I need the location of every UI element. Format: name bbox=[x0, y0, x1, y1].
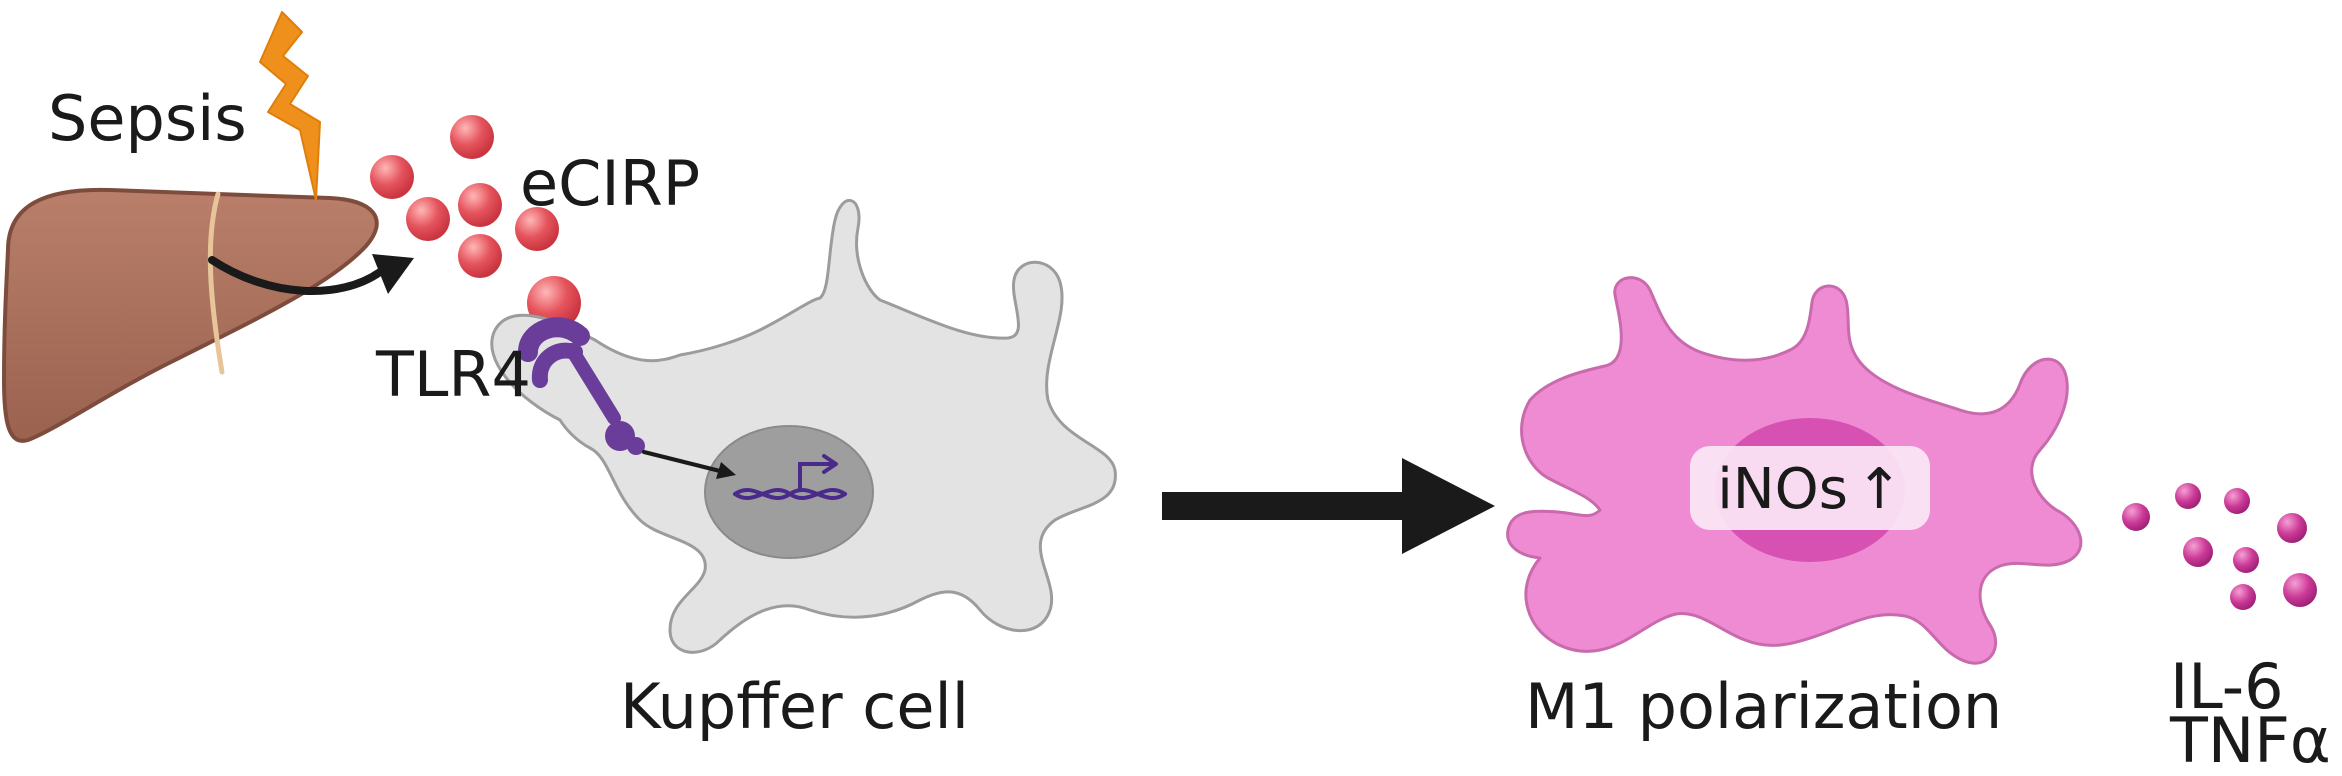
ecirp-particle bbox=[458, 183, 502, 227]
lightning-bolt-icon bbox=[259, 11, 321, 201]
m1-macrophage bbox=[1506, 276, 2083, 665]
cytokine-particle bbox=[2224, 488, 2250, 514]
tlr4-label: TLR4 bbox=[375, 338, 531, 411]
ecirp-particle bbox=[370, 155, 414, 199]
cytokine-particles bbox=[2122, 483, 2317, 610]
sepsis-label: Sepsis bbox=[48, 82, 247, 155]
up-arrow-icon: ↑ bbox=[1856, 457, 1903, 522]
cytokine-particle bbox=[2122, 503, 2150, 531]
liver-icon bbox=[2, 187, 379, 443]
cytokine-particle bbox=[2233, 547, 2259, 573]
ecirp-particle bbox=[450, 115, 494, 159]
inos-label: iNOs↑ bbox=[1717, 457, 1903, 522]
ecirp-particle bbox=[406, 197, 450, 241]
cytokine-particle bbox=[2230, 584, 2256, 610]
ecirp-particle bbox=[458, 234, 502, 278]
signaling-arrow bbox=[642, 450, 736, 479]
ecirp-particle bbox=[515, 207, 559, 251]
inos-badge bbox=[1690, 446, 1930, 530]
cytokine-particle bbox=[2175, 483, 2201, 509]
process-arrow bbox=[1162, 458, 1495, 554]
ecirp-label: eCIRP bbox=[520, 147, 700, 220]
cytokine-particle bbox=[2283, 573, 2317, 607]
dna-transcription-icon bbox=[733, 454, 847, 501]
il6-label: IL-6 bbox=[2170, 650, 2284, 723]
cytokine-particle bbox=[2277, 513, 2307, 543]
inos-marker: iNOs bbox=[1717, 457, 1848, 522]
tnfa-label: TNFα bbox=[2169, 704, 2331, 776]
cytokine-particle bbox=[2183, 537, 2213, 567]
release-arrow bbox=[208, 254, 414, 295]
kupffer-cell bbox=[490, 199, 1117, 654]
tlr4-receptor-icon bbox=[518, 317, 645, 455]
kupffer-cell-label: Kupffer cell bbox=[620, 670, 969, 743]
m1-polarization-label: M1 polarization bbox=[1525, 670, 2002, 743]
